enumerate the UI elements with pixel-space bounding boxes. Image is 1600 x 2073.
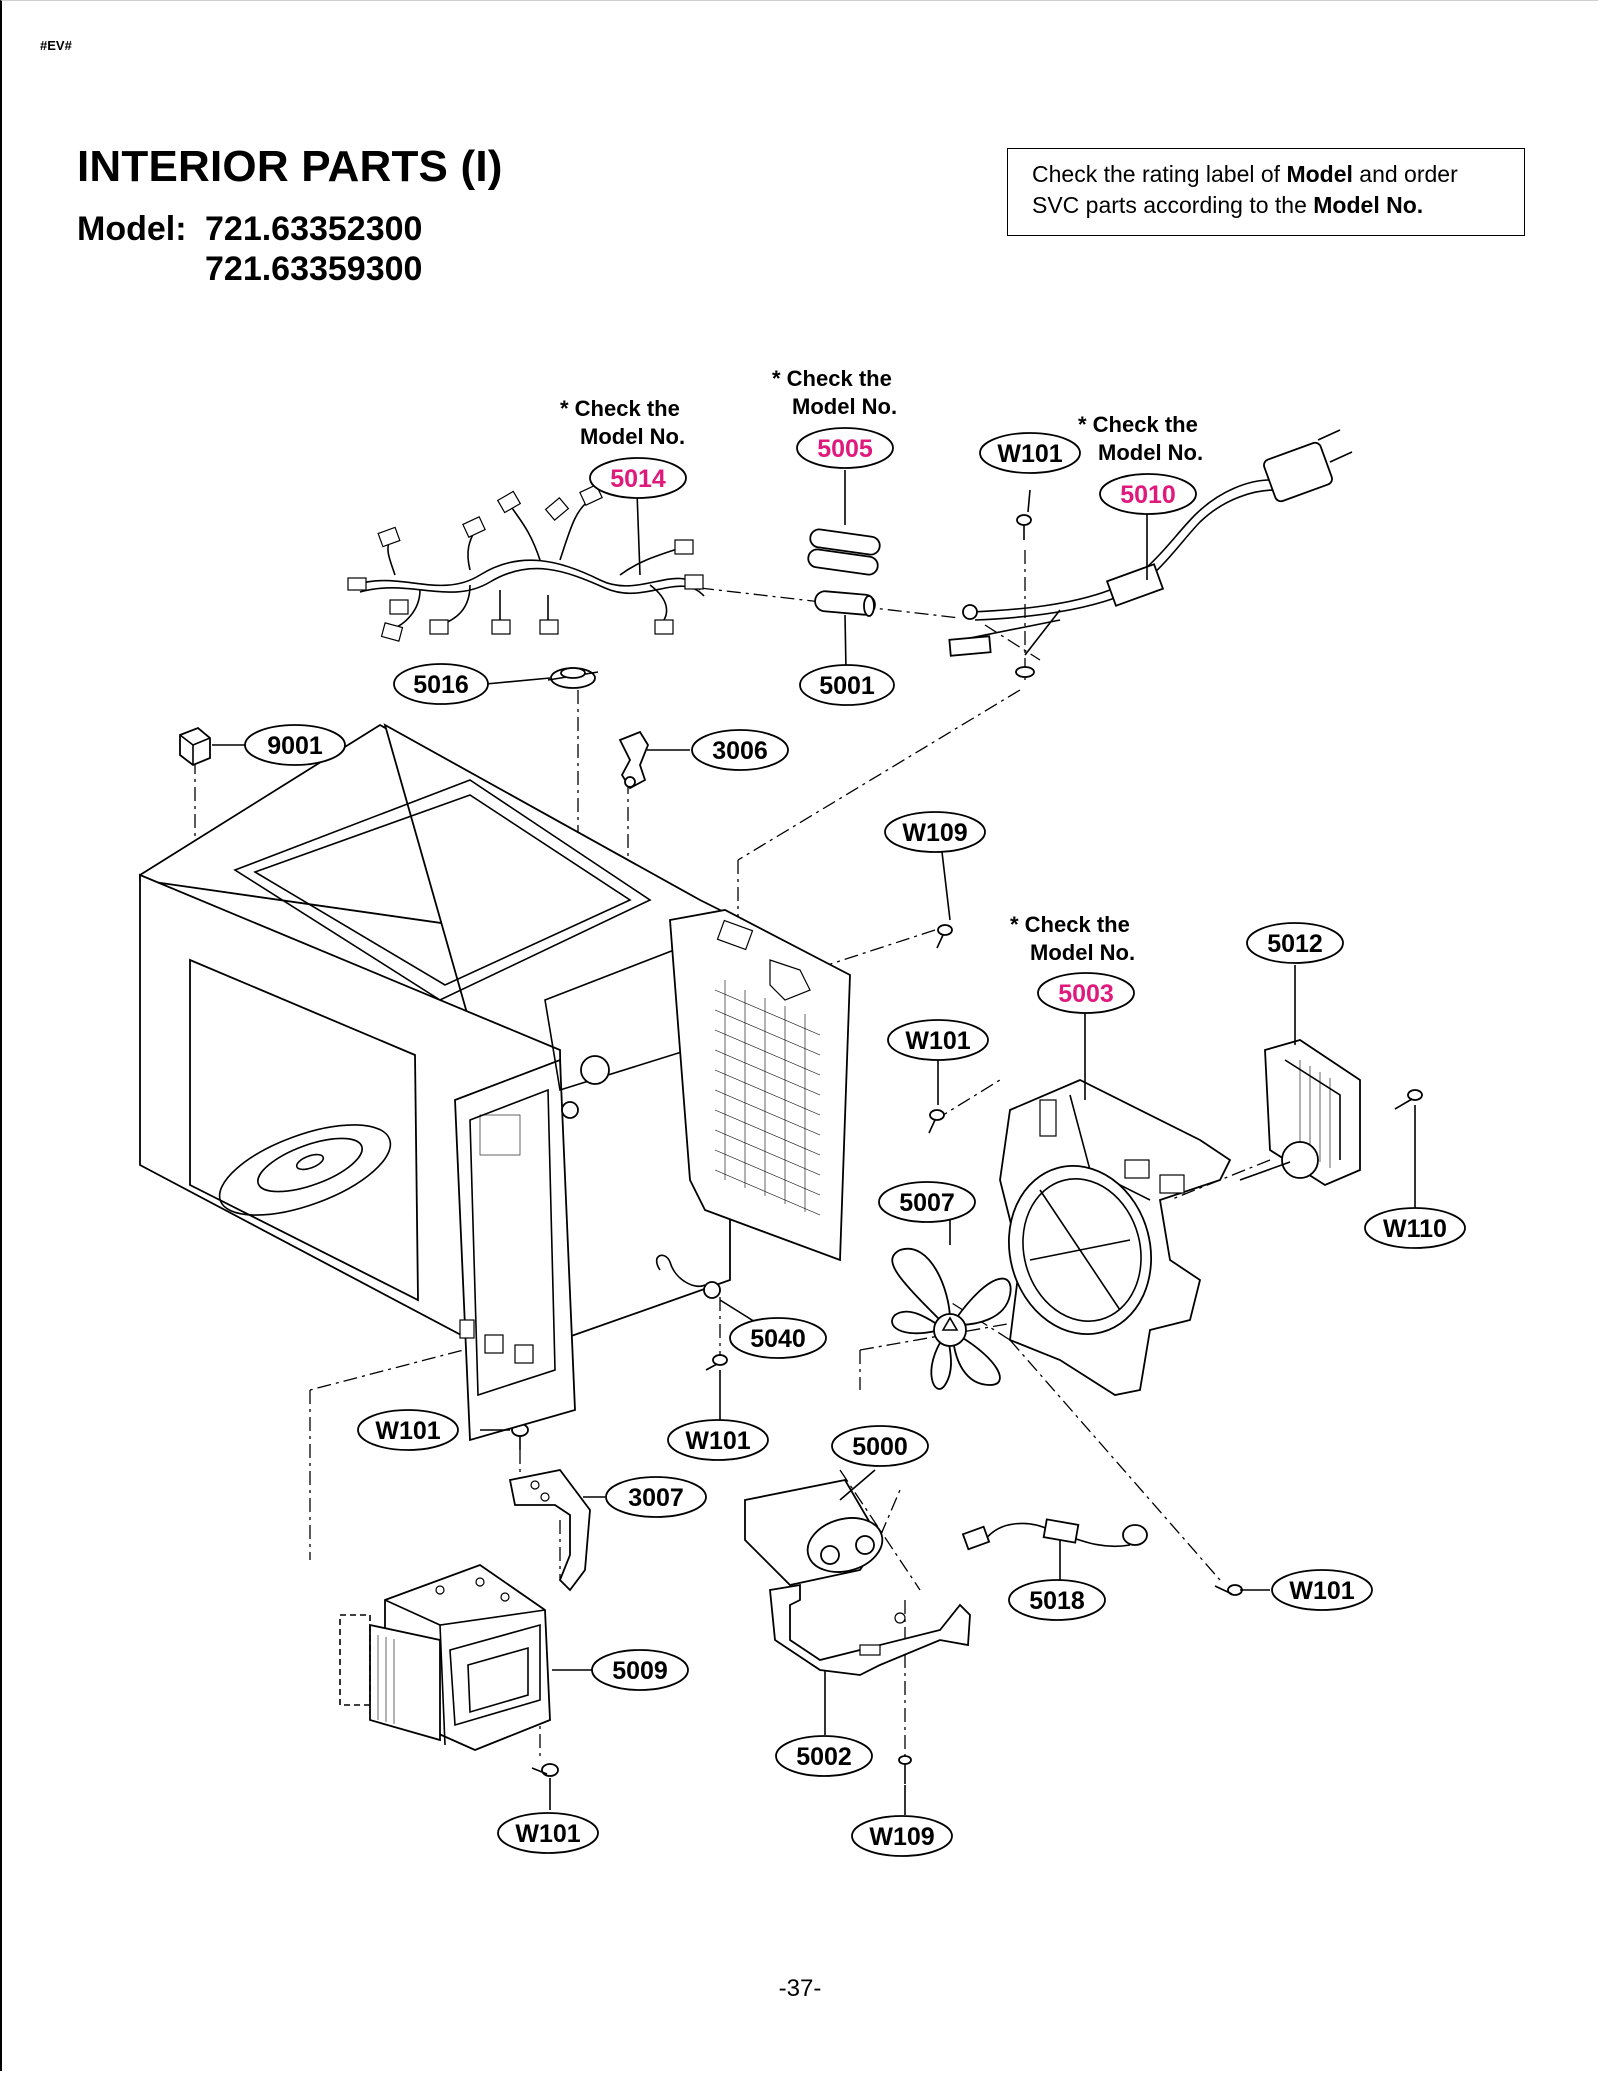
callout-label: 5016 bbox=[413, 671, 469, 699]
callout-w109-mid: W109 bbox=[884, 811, 986, 853]
notice-bold: Model bbox=[1286, 161, 1353, 187]
bracket-5002 bbox=[769, 1583, 971, 1676]
callout-w101-right: W101 bbox=[1271, 1569, 1373, 1611]
callout-label: 5014 bbox=[610, 465, 666, 493]
callout-w101-center: W101 bbox=[667, 1419, 769, 1461]
callout-label: 5040 bbox=[750, 1325, 806, 1353]
callout-label: 5007 bbox=[899, 1189, 955, 1217]
model-number-2: 721.63359300 bbox=[205, 250, 423, 288]
notice-text: and order bbox=[1352, 161, 1458, 187]
note-5003-line2: Model No. bbox=[1030, 940, 1135, 965]
callout-label: 9001 bbox=[267, 732, 323, 760]
callout-label: 5002 bbox=[796, 1743, 852, 1771]
page-title: INTERIOR PARTS (I) bbox=[77, 142, 503, 191]
latch-3006 bbox=[618, 730, 650, 790]
callout-label: W101 bbox=[997, 440, 1062, 468]
callout-5001: 5001 bbox=[799, 664, 895, 706]
callout-5018: 5018 bbox=[1008, 1579, 1106, 1621]
callout-label: 5012 bbox=[1267, 930, 1323, 958]
capacitor-5000 bbox=[744, 1478, 884, 1586]
note-5010-line1: * Check the bbox=[1078, 412, 1198, 437]
bracket-3007 bbox=[508, 1469, 591, 1592]
callout-5007: 5007 bbox=[878, 1181, 976, 1223]
note-5005-line1: * Check the bbox=[772, 366, 892, 391]
rear-panel bbox=[669, 909, 851, 1262]
callout-label: W109 bbox=[869, 1823, 934, 1851]
document-code: #EV# bbox=[40, 38, 72, 53]
callout-w101-mid: W101 bbox=[887, 1019, 989, 1061]
callout-label: 3007 bbox=[628, 1484, 684, 1512]
notice-line-2: SVC parts according to the Model No. bbox=[1032, 190, 1500, 221]
power-cord-5010 bbox=[948, 429, 1353, 678]
callout-label: 5009 bbox=[612, 1657, 668, 1685]
model-number-1: 721.63352300 bbox=[205, 210, 423, 248]
callout-5005: 5005 bbox=[796, 427, 894, 469]
callout-w109-bottom: W109 bbox=[851, 1815, 953, 1857]
wire-harness-5014 bbox=[347, 484, 705, 642]
callout-label: 5010 bbox=[1120, 481, 1176, 509]
callout-label: W101 bbox=[375, 1417, 440, 1445]
callout-label: 5000 bbox=[852, 1433, 908, 1461]
air-duct-5003 bbox=[999, 1079, 1232, 1396]
page-number: -37- bbox=[778, 1975, 822, 2002]
fuse-holder-5001 bbox=[814, 590, 876, 617]
callout-5014: 5014 bbox=[589, 457, 687, 499]
spring-5040 bbox=[655, 1254, 721, 1299]
fan-blade-5007 bbox=[891, 1247, 1012, 1390]
note-5010-line2: Model No. bbox=[1098, 440, 1203, 465]
magnetron-5009 bbox=[339, 1563, 551, 1751]
callout-label: W101 bbox=[685, 1427, 750, 1455]
thermostat-5016 bbox=[547, 667, 599, 689]
fuse-5005 bbox=[807, 528, 881, 576]
notice-bold: Model No. bbox=[1313, 192, 1424, 218]
callout-w101-bottom: W101 bbox=[497, 1812, 599, 1854]
callout-w110: W110 bbox=[1364, 1207, 1466, 1249]
callout-3007: 3007 bbox=[605, 1476, 707, 1518]
notice-line-1: Check the rating label of Model and orde… bbox=[1032, 159, 1500, 190]
callout-label: W110 bbox=[1383, 1215, 1447, 1243]
callout-w101-left: W101 bbox=[357, 1409, 459, 1451]
callout-5016: 5016 bbox=[393, 663, 489, 705]
notice-text: Check the rating label of bbox=[1032, 161, 1287, 187]
callout-5000: 5000 bbox=[831, 1425, 929, 1467]
callout-label: W101 bbox=[515, 1820, 580, 1848]
note-5014-line2: Model No. bbox=[580, 424, 685, 449]
callout-5002: 5002 bbox=[775, 1735, 873, 1777]
callout-5012: 5012 bbox=[1246, 922, 1344, 964]
callout-label: W101 bbox=[905, 1027, 970, 1055]
callout-w101-top: W101 bbox=[979, 432, 1081, 474]
model-label: Model: bbox=[77, 210, 187, 248]
note-5005-line2: Model No. bbox=[792, 394, 897, 419]
callout-label: 5018 bbox=[1029, 1587, 1085, 1615]
callout-label: W109 bbox=[902, 819, 967, 847]
model-check-notes: * Check the Model No. * Check the Model … bbox=[560, 366, 1203, 965]
callout-label: 5005 bbox=[817, 435, 873, 463]
callout-label: W101 bbox=[1289, 1577, 1354, 1605]
note-5003-line1: * Check the bbox=[1010, 912, 1130, 937]
callout-5040: 5040 bbox=[729, 1317, 827, 1359]
fan-motor-5012 bbox=[1239, 1039, 1361, 1187]
callout-3006: 3006 bbox=[691, 729, 789, 771]
callout-5009: 5009 bbox=[591, 1649, 689, 1691]
part-9001 bbox=[179, 726, 211, 767]
callout-label: 5003 bbox=[1058, 980, 1114, 1008]
callout-label: 5001 bbox=[819, 672, 875, 700]
sensor-5018 bbox=[961, 1518, 1148, 1551]
oven-cavity bbox=[139, 723, 731, 1442]
notice-text: SVC parts according to the bbox=[1032, 192, 1314, 218]
callout-9001: 9001 bbox=[244, 724, 346, 766]
callout-5010: 5010 bbox=[1099, 473, 1197, 515]
callout-5003: 5003 bbox=[1037, 972, 1135, 1014]
callout-label: 3006 bbox=[712, 737, 768, 765]
model-notice-box: Check the rating label of Model and orde… bbox=[1007, 148, 1525, 236]
note-5014-line1: * Check the bbox=[560, 396, 680, 421]
